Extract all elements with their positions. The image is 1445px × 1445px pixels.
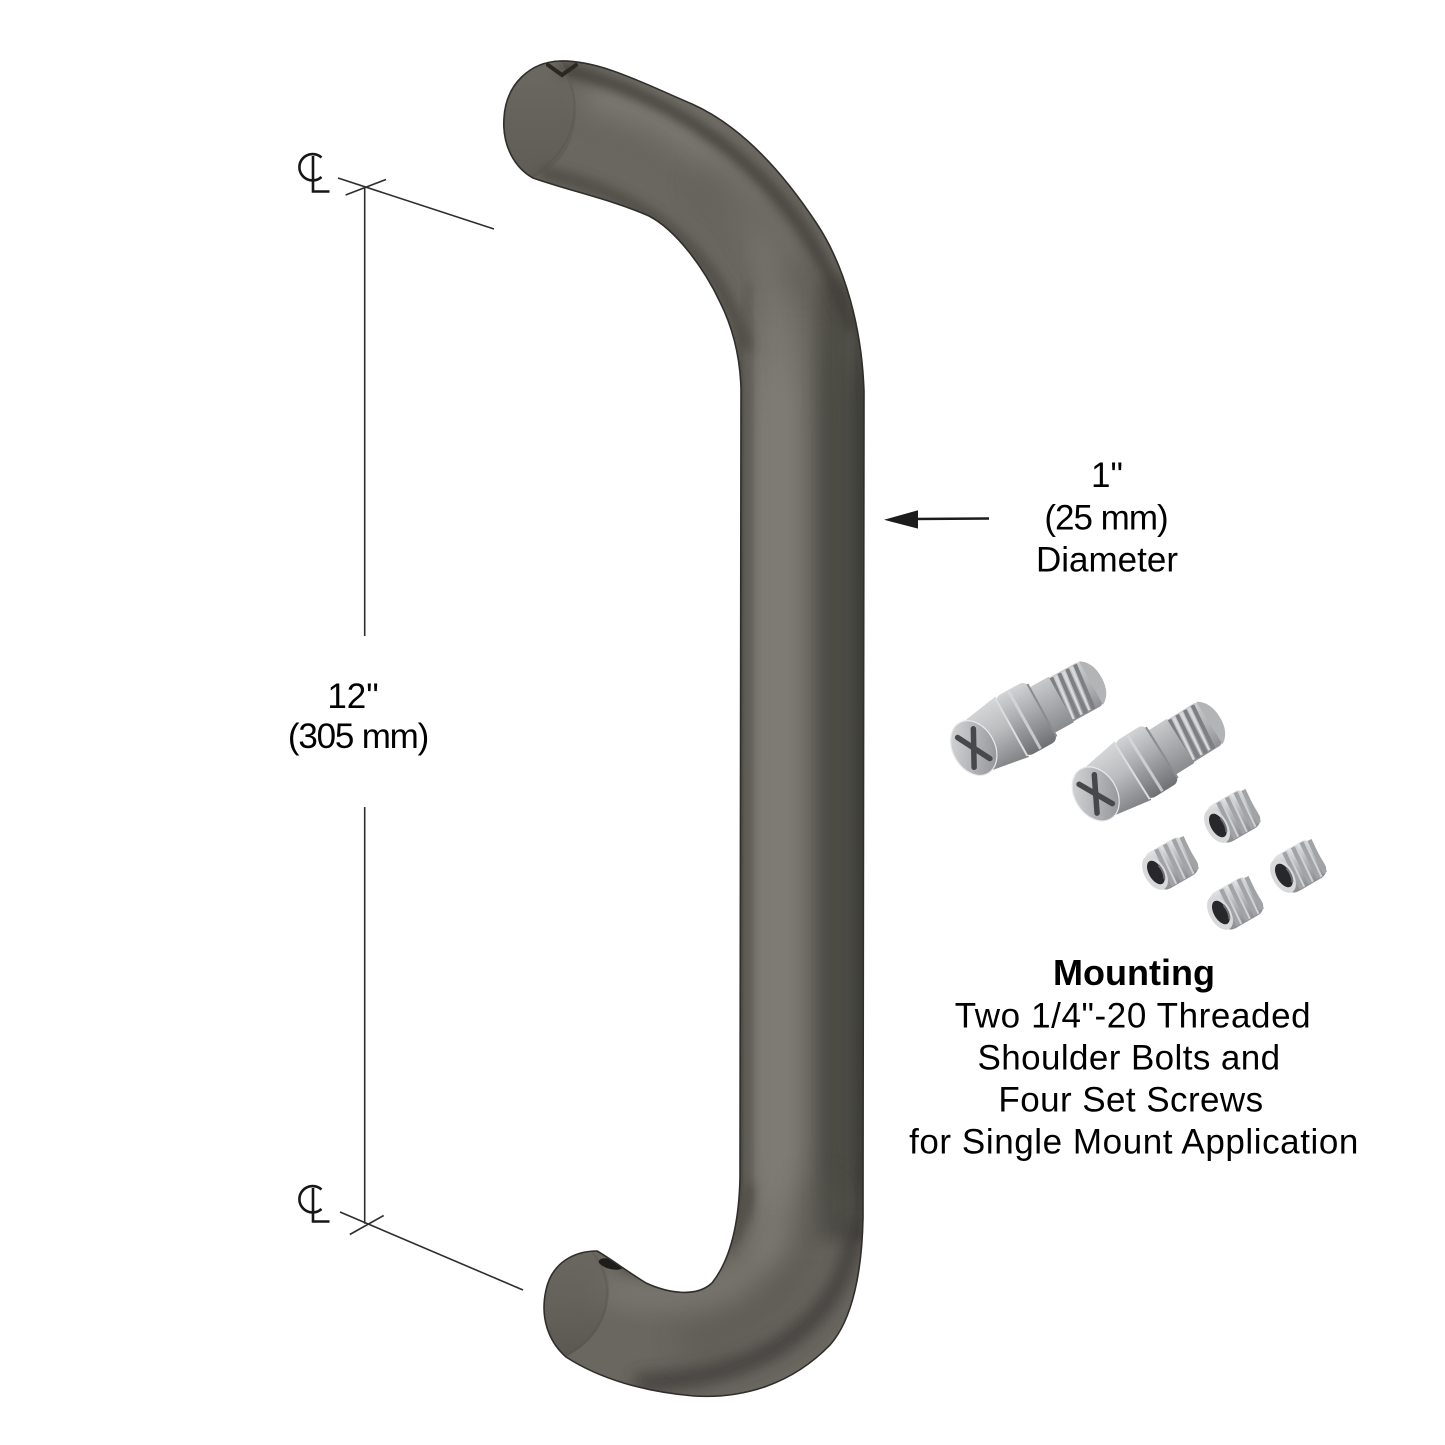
svg-text:Four Set Screws: Four Set Screws xyxy=(998,1081,1263,1120)
svg-text:12": 12" xyxy=(327,677,378,716)
svg-text:(25 mm): (25 mm) xyxy=(1044,499,1167,538)
svg-text:Mounting: Mounting xyxy=(1053,952,1215,993)
svg-text:for Single Mount Application: for Single Mount Application xyxy=(909,1123,1359,1162)
svg-text:Shoulder Bolts and: Shoulder Bolts and xyxy=(978,1039,1281,1078)
svg-text:Two 1/4"-20 Threaded: Two 1/4"-20 Threaded xyxy=(955,997,1312,1036)
svg-text:(305 mm): (305 mm) xyxy=(288,717,428,756)
svg-text:Diameter: Diameter xyxy=(1036,541,1178,580)
svg-text:1": 1" xyxy=(1091,456,1123,495)
